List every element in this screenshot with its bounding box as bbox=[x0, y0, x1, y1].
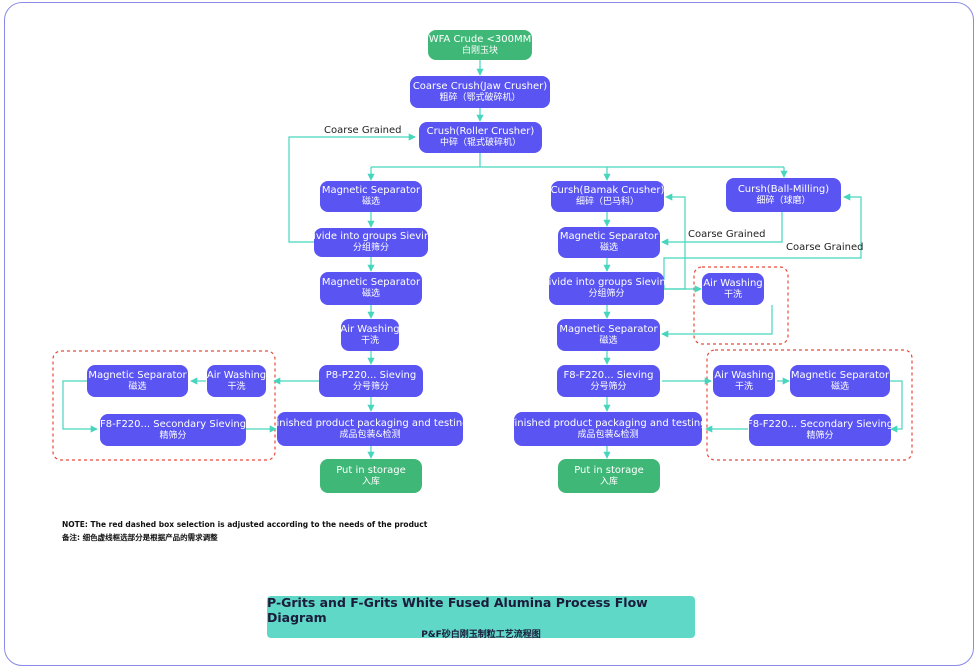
p-sieving-label-zh: 分号筛分 bbox=[352, 381, 389, 392]
f-ball-label-zh: 细碎（球磨） bbox=[756, 195, 811, 206]
f-sieving-label-zh: 分号筛分 bbox=[590, 381, 627, 392]
arrow-opt-mag-to-sec bbox=[62, 380, 98, 433]
p-finished-label-zh: 成品包装&检测 bbox=[339, 429, 401, 440]
f-mag-sep-1-label-zh: 磁选 bbox=[599, 243, 618, 254]
f-opt-mag-label-zh: 磁选 bbox=[830, 381, 849, 392]
f-opt-mag-label-en: Magnetic Separator bbox=[790, 369, 890, 381]
f-sieving: F8-F220... Sieving 分号筛分 bbox=[557, 365, 660, 397]
f-opt-air-1-label-en: Air Washing bbox=[703, 277, 763, 289]
f-optional-air-washing-2: Air Washing 干洗 bbox=[713, 365, 775, 397]
p-opt-sec-label-en: F8-F220... Secondary Sieving bbox=[99, 418, 247, 430]
f-mag-sep-2-label-en: Magnetic Separator bbox=[559, 323, 658, 335]
note-english: NOTE: The red dashed box selection is ad… bbox=[62, 520, 428, 529]
p-optional-dashed-box bbox=[52, 350, 276, 461]
crush-roller-label-en: Crush(Roller Crusher) bbox=[426, 126, 535, 138]
p-divide-sieving-label-en: Divide into groups Sieving bbox=[305, 231, 437, 243]
p-opt-mag-label-zh: 磁选 bbox=[128, 381, 147, 392]
p-put-in-storage: Put in storage 入库 bbox=[320, 459, 422, 493]
f-finished-label-zh: 成品包装&检测 bbox=[577, 429, 639, 440]
f-optional-magnetic-separator: Magnetic Separator 磁选 bbox=[790, 365, 890, 397]
p-sieving: P8-P220... Sieving 分号筛分 bbox=[319, 365, 423, 397]
f-bamak-label-zh: 细碎（巴马科） bbox=[575, 197, 639, 208]
f-divide-sieving-label-zh: 分组筛分 bbox=[588, 289, 625, 300]
f-bamak-crusher: Cursh(Bamak Crusher) 细碎（巴马科） bbox=[551, 181, 664, 212]
coarse-grained-label-f-1: Coarse Grained bbox=[688, 229, 766, 240]
f-divide-sieving: Divide into groups Sieving 分组筛分 bbox=[541, 272, 672, 305]
p-divide-sieving: Divide into groups Sieving 分组筛分 bbox=[305, 228, 437, 257]
diagram-frame bbox=[4, 2, 974, 666]
crush-roller-node: Crush(Roller Crusher) 中碎（辊式破碎机） bbox=[419, 122, 542, 153]
f-opt-air-2-label-zh: 干洗 bbox=[734, 381, 753, 392]
p-storage-label-en: Put in storage bbox=[336, 464, 406, 476]
f-storage-label-zh: 入库 bbox=[599, 476, 618, 487]
arrow-ball-to-f-mag bbox=[661, 212, 783, 246]
p-mag-sep-1-label-en: Magnetic Separator bbox=[321, 185, 421, 197]
f-bamak-label-en: Cursh(Bamak Crusher) bbox=[550, 185, 665, 197]
p-mag-sep-2-label-zh: 磁选 bbox=[361, 289, 380, 300]
coarse-crush-label-en: Coarse Crush(Jaw Crusher) bbox=[412, 80, 548, 92]
f-optional-secondary-sieving: F8-F220... Secondary Sieving 精筛分 bbox=[746, 414, 894, 446]
wfa-crude-label-zh: 白刚玉块 bbox=[461, 45, 498, 56]
p-divide-sieving-label-zh: 分组筛分 bbox=[352, 243, 389, 254]
f-optional-dashed-box-1 bbox=[693, 266, 789, 345]
f-ball-label-en: Cursh(Ball-Milling) bbox=[737, 183, 830, 195]
f-magnetic-separator-1: Magnetic Separator 磁选 bbox=[558, 227, 660, 258]
p-optional-air-washing: Air Washing 干洗 bbox=[207, 365, 266, 397]
p-opt-sec-label-zh: 精筛分 bbox=[159, 430, 187, 441]
diagram-title: P-Grits and F-Grits White Fused Alumina … bbox=[267, 594, 648, 625]
f-divide-sieving-label-en: Divide into groups Sieving bbox=[540, 277, 673, 289]
crush-roller-label-zh: 中碎（辊式破碎机） bbox=[439, 138, 521, 149]
diagram-subtitle: P&F砂白刚玉制粒工艺流程图 bbox=[421, 629, 541, 640]
p-air-washing-label-zh: 干洗 bbox=[360, 335, 379, 346]
coarse-grained-label-f-2: Coarse Grained bbox=[786, 242, 864, 253]
p-storage-label-zh: 入库 bbox=[361, 476, 380, 487]
f-mag-sep-2-label-zh: 磁选 bbox=[599, 335, 618, 346]
f-opt-sec-label-zh: 精筛分 bbox=[806, 430, 834, 441]
f-opt-sec-label-en: F8-F220... Secondary Sieving bbox=[746, 418, 894, 430]
f-put-in-storage: Put in storage 入库 bbox=[558, 459, 660, 493]
p-finished-label-en: Finished product packaging and testing bbox=[271, 417, 469, 429]
p-opt-mag-label-en: Magnetic Separator bbox=[88, 369, 187, 381]
f-mag-sep-1-label-en: Magnetic Separator bbox=[559, 231, 659, 243]
p-sieving-label-en: P8-P220... Sieving bbox=[325, 369, 417, 381]
p-finished-product: Finished product packaging and testing 成… bbox=[271, 412, 469, 446]
coarse-crush-node: Coarse Crush(Jaw Crusher) 粗碎（鄂式破碎机） bbox=[410, 76, 550, 108]
f-storage-label-en: Put in storage bbox=[574, 464, 644, 476]
p-magnetic-separator-1: Magnetic Separator 磁选 bbox=[320, 181, 422, 212]
note-chinese: 备注: 细色虚线框选部分是根据产品的需求调整 bbox=[62, 533, 218, 542]
p-mag-sep-2-label-en: Magnetic Separator bbox=[321, 277, 421, 289]
p-air-washing: Air Washing 干洗 bbox=[340, 319, 400, 351]
f-finished-product: Finished product packaging and testing 成… bbox=[509, 412, 707, 446]
f-magnetic-separator-2: Magnetic Separator 磁选 bbox=[557, 319, 660, 351]
p-magnetic-separator-2: Magnetic Separator 磁选 bbox=[320, 272, 422, 305]
p-optional-secondary-sieving: F8-F220... Secondary Sieving 精筛分 bbox=[100, 414, 246, 446]
f-optional-dashed-box-2 bbox=[706, 349, 913, 461]
f-ball-milling: Cursh(Ball-Milling) 细碎（球磨） bbox=[726, 178, 841, 212]
f-optional-air-washing-1: Air Washing 干洗 bbox=[702, 273, 764, 305]
p-mag-sep-1-label-zh: 磁选 bbox=[361, 197, 380, 208]
p-opt-air-label-en: Air Washing bbox=[206, 369, 267, 381]
coarse-crush-label-zh: 粗碎（鄂式破碎机） bbox=[439, 92, 521, 103]
arrow-p-coarse-grained bbox=[288, 133, 416, 243]
f-finished-label-en: Finished product packaging and testing bbox=[509, 417, 707, 429]
f-opt-air-1-label-zh: 干洗 bbox=[723, 289, 742, 300]
arrow-f-coarse-grained-2 bbox=[663, 193, 862, 289]
f-sieving-label-en: F8-F220... Sieving bbox=[563, 369, 654, 381]
wfa-crude-node: WFA Crude <300MM 白刚玉块 bbox=[428, 30, 532, 60]
p-air-washing-label-en: Air Washing bbox=[340, 323, 400, 335]
diagram-title-box: P-Grits and F-Grits White Fused Alumina … bbox=[267, 594, 695, 640]
p-optional-magnetic-separator: Magnetic Separator 磁选 bbox=[87, 365, 188, 397]
arrow-opt-mag-to-sec-f bbox=[890, 380, 903, 433]
p-opt-air-label-zh: 干洗 bbox=[227, 381, 246, 392]
arrow-opt-air-1-to-f-mag-2 bbox=[661, 305, 773, 338]
wfa-crude-label-en: WFA Crude <300MM bbox=[428, 33, 532, 45]
coarse-grained-label-p: Coarse Grained bbox=[324, 125, 402, 136]
f-opt-air-2-label-en: Air Washing bbox=[714, 369, 774, 381]
